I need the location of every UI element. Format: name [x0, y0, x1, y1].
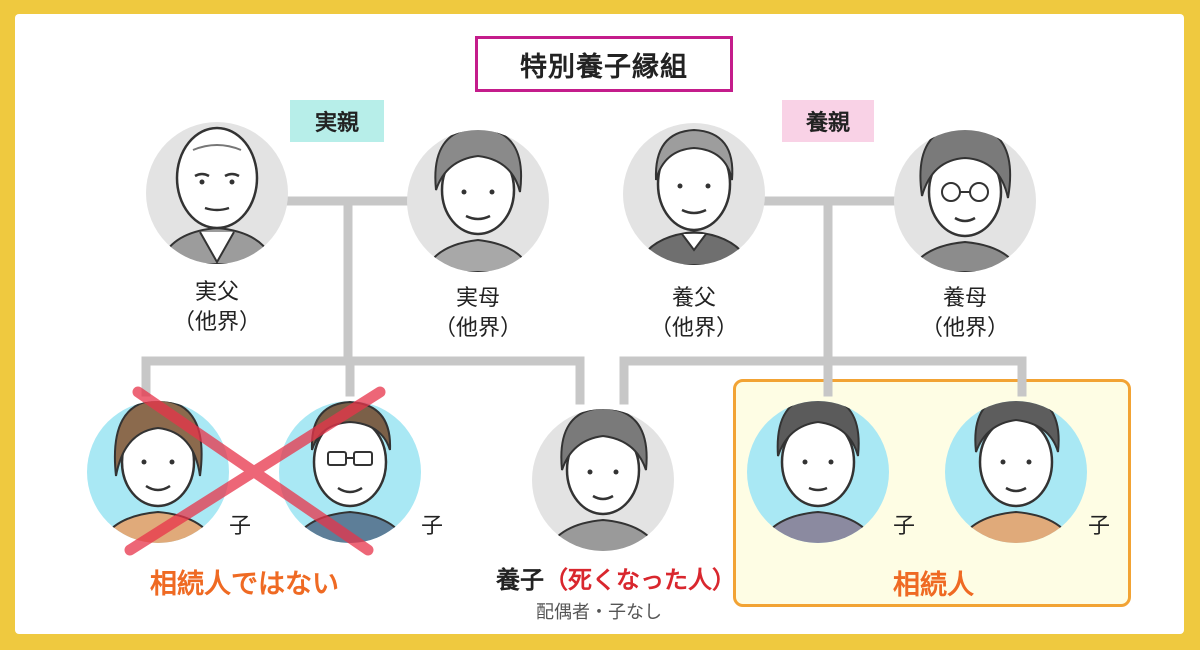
adoptive-mother-status: （他界）	[920, 316, 1009, 341]
adoptive-father-status: （他界）	[649, 316, 738, 341]
adoptive-father-portrait	[623, 123, 765, 265]
adoptive-child-2-label: 子	[1088, 514, 1111, 539]
adoptive-father-label: 養父 （他界）	[624, 284, 764, 344]
heir-label: 相続人	[893, 570, 974, 601]
not-heir-label: 相続人ではない	[150, 569, 339, 600]
real-mother-name: 実母	[455, 286, 500, 311]
real-father-name: 実父	[194, 280, 239, 305]
real-child-1-portrait	[87, 401, 229, 543]
real-father-status: （他界）	[172, 310, 261, 335]
adoptive-child-2-portrait	[945, 401, 1087, 543]
adopted-child-name: 養子（死くなった人）	[496, 560, 736, 595]
real-child-2-portrait	[279, 401, 421, 543]
real-mother-label: 実母 （他界）	[408, 284, 548, 344]
real-child-1-label: 子	[229, 514, 252, 539]
adopted-child-portrait	[532, 409, 674, 551]
adoptive-mother-label: 養母 （他界）	[895, 284, 1035, 344]
real-child-2-label: 子	[421, 514, 444, 539]
adoptive-mother-portrait	[894, 130, 1036, 272]
real-father-label: 実父 （他界）	[147, 278, 287, 338]
diagram-title: 特別養子縁組	[475, 36, 733, 92]
real-mother-portrait	[407, 130, 549, 272]
not-heir-cross	[124, 386, 386, 556]
real-father-portrait	[146, 122, 288, 264]
adoptive-father-name: 養父	[671, 286, 716, 311]
real-parents-tag: 実親	[290, 100, 384, 142]
adoptive-parents-tag: 養親	[782, 100, 874, 142]
adoptive-child-1-label: 子	[893, 514, 916, 539]
real-mother-status: （他界）	[433, 316, 522, 341]
adoptive-child-1-portrait	[747, 401, 889, 543]
adopted-child-note: 配偶者・子なし	[536, 602, 662, 623]
adoptive-mother-name: 養母	[942, 286, 987, 311]
adopted-child-role: 養子	[496, 566, 544, 594]
adopted-child-status: （死くなった人）	[544, 566, 736, 594]
connector-lines	[141, 196, 1027, 405]
